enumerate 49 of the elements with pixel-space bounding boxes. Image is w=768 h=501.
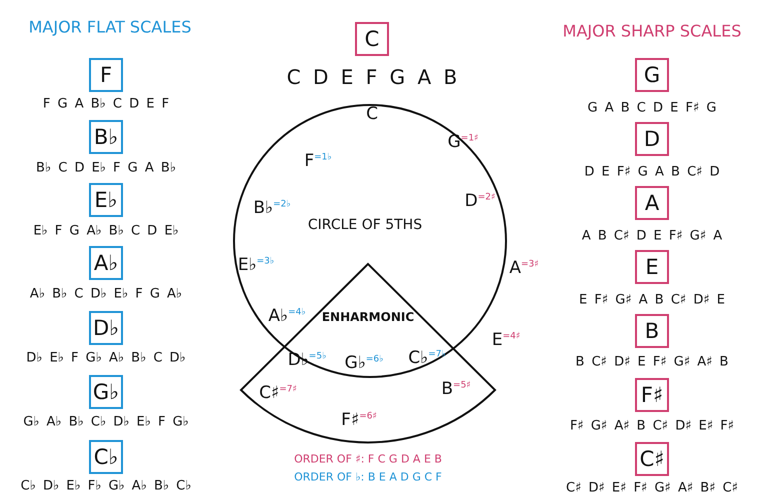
key-box: C♭ bbox=[89, 440, 123, 474]
key-box: E bbox=[635, 250, 669, 284]
note-label: B$^{=5♯}$ bbox=[441, 379, 471, 399]
key-box: F bbox=[89, 58, 123, 92]
key-box: C bbox=[355, 22, 389, 56]
key-box: E♭ bbox=[89, 183, 123, 217]
note-label: A$^{=3♯}$ bbox=[509, 258, 539, 278]
note-label: E♭$^{=3♭}$ bbox=[238, 255, 274, 275]
order-line: ORDER OF ♯: F C G D A E B bbox=[294, 452, 442, 466]
scale-notes: B C♯ D♯ E F♯ G♯ A♯ B bbox=[576, 354, 728, 370]
scale-notes: B♭ C D E♭ F G A B♭ bbox=[36, 160, 176, 176]
scale-notes: C D E F G A B bbox=[286, 65, 458, 89]
key-box: A♭ bbox=[89, 246, 123, 280]
note-label: C bbox=[366, 104, 378, 124]
note-label: A♭$^{=4♭}$ bbox=[268, 306, 306, 326]
key-box: F♯ bbox=[635, 378, 669, 412]
key-box: A bbox=[635, 186, 669, 220]
circle-title: CIRCLE OF 5THS bbox=[308, 217, 422, 233]
note-label: C♭$^{=7♭}$ bbox=[408, 348, 446, 368]
scale-notes: G A B C D E F♯ G bbox=[588, 100, 716, 116]
sector-title: ENHARMONIC bbox=[322, 310, 414, 324]
scale-notes: A B C♯ D E F♯ G♯ A bbox=[582, 228, 722, 244]
order-line: ORDER OF ♭: B E A D G C F bbox=[294, 470, 442, 484]
note-label: C♯$^{=7♯}$ bbox=[259, 383, 297, 403]
key-box: D bbox=[635, 122, 669, 156]
note-label: F♯$^{=6♯}$ bbox=[341, 410, 377, 430]
key-box: C♯ bbox=[635, 442, 669, 476]
scale-notes: F♯ G♯ A♯ B C♯ D♯ E♯ F♯ bbox=[570, 418, 734, 434]
scale-notes: E F♯ G♯ A B C♯ D♯ E bbox=[579, 292, 725, 308]
key-box: G bbox=[635, 58, 669, 92]
key-box: G♭ bbox=[89, 375, 123, 409]
note-label: B♭$^{=2♭}$ bbox=[253, 198, 291, 218]
note-label: G♭$^{=6♭}$ bbox=[344, 353, 384, 373]
key-box: B bbox=[635, 314, 669, 348]
scale-notes: D♭ E♭ F G♭ A♭ B♭ C D♭ bbox=[26, 350, 186, 366]
scale-notes: C♭ D♭ E♭ F♭ G♭ A♭ B♭ C♭ bbox=[20, 478, 192, 494]
scale-notes: E♭ F G A♭ B♭ C D E♭ bbox=[33, 224, 179, 238]
note-label: E$^{=4♯}$ bbox=[492, 330, 520, 350]
scale-notes: D E F♯ G A B C♯ D bbox=[584, 164, 720, 180]
column-heading: MAJOR SHARP SCALES bbox=[562, 22, 742, 40]
key-box: B♭ bbox=[89, 120, 123, 154]
note-label: D$^{=2♯}$ bbox=[464, 191, 496, 211]
note-label: F$^{=1♭}$ bbox=[304, 151, 332, 171]
scale-notes: C♯ D♯ E♯ F♯ G♯ A♯ B♯ C♯ bbox=[566, 480, 738, 496]
scale-notes: A♭ B♭ C D♭ E♭ F G A♭ bbox=[30, 286, 182, 302]
column-heading: MAJOR FLAT SCALES bbox=[28, 18, 192, 36]
scale-notes: F G A B♭ C D E F bbox=[42, 96, 170, 112]
scale-notes: G♭ A♭ B♭ C♭ D♭ E♭ F G♭ bbox=[23, 414, 189, 430]
key-box: D♭ bbox=[89, 311, 123, 345]
